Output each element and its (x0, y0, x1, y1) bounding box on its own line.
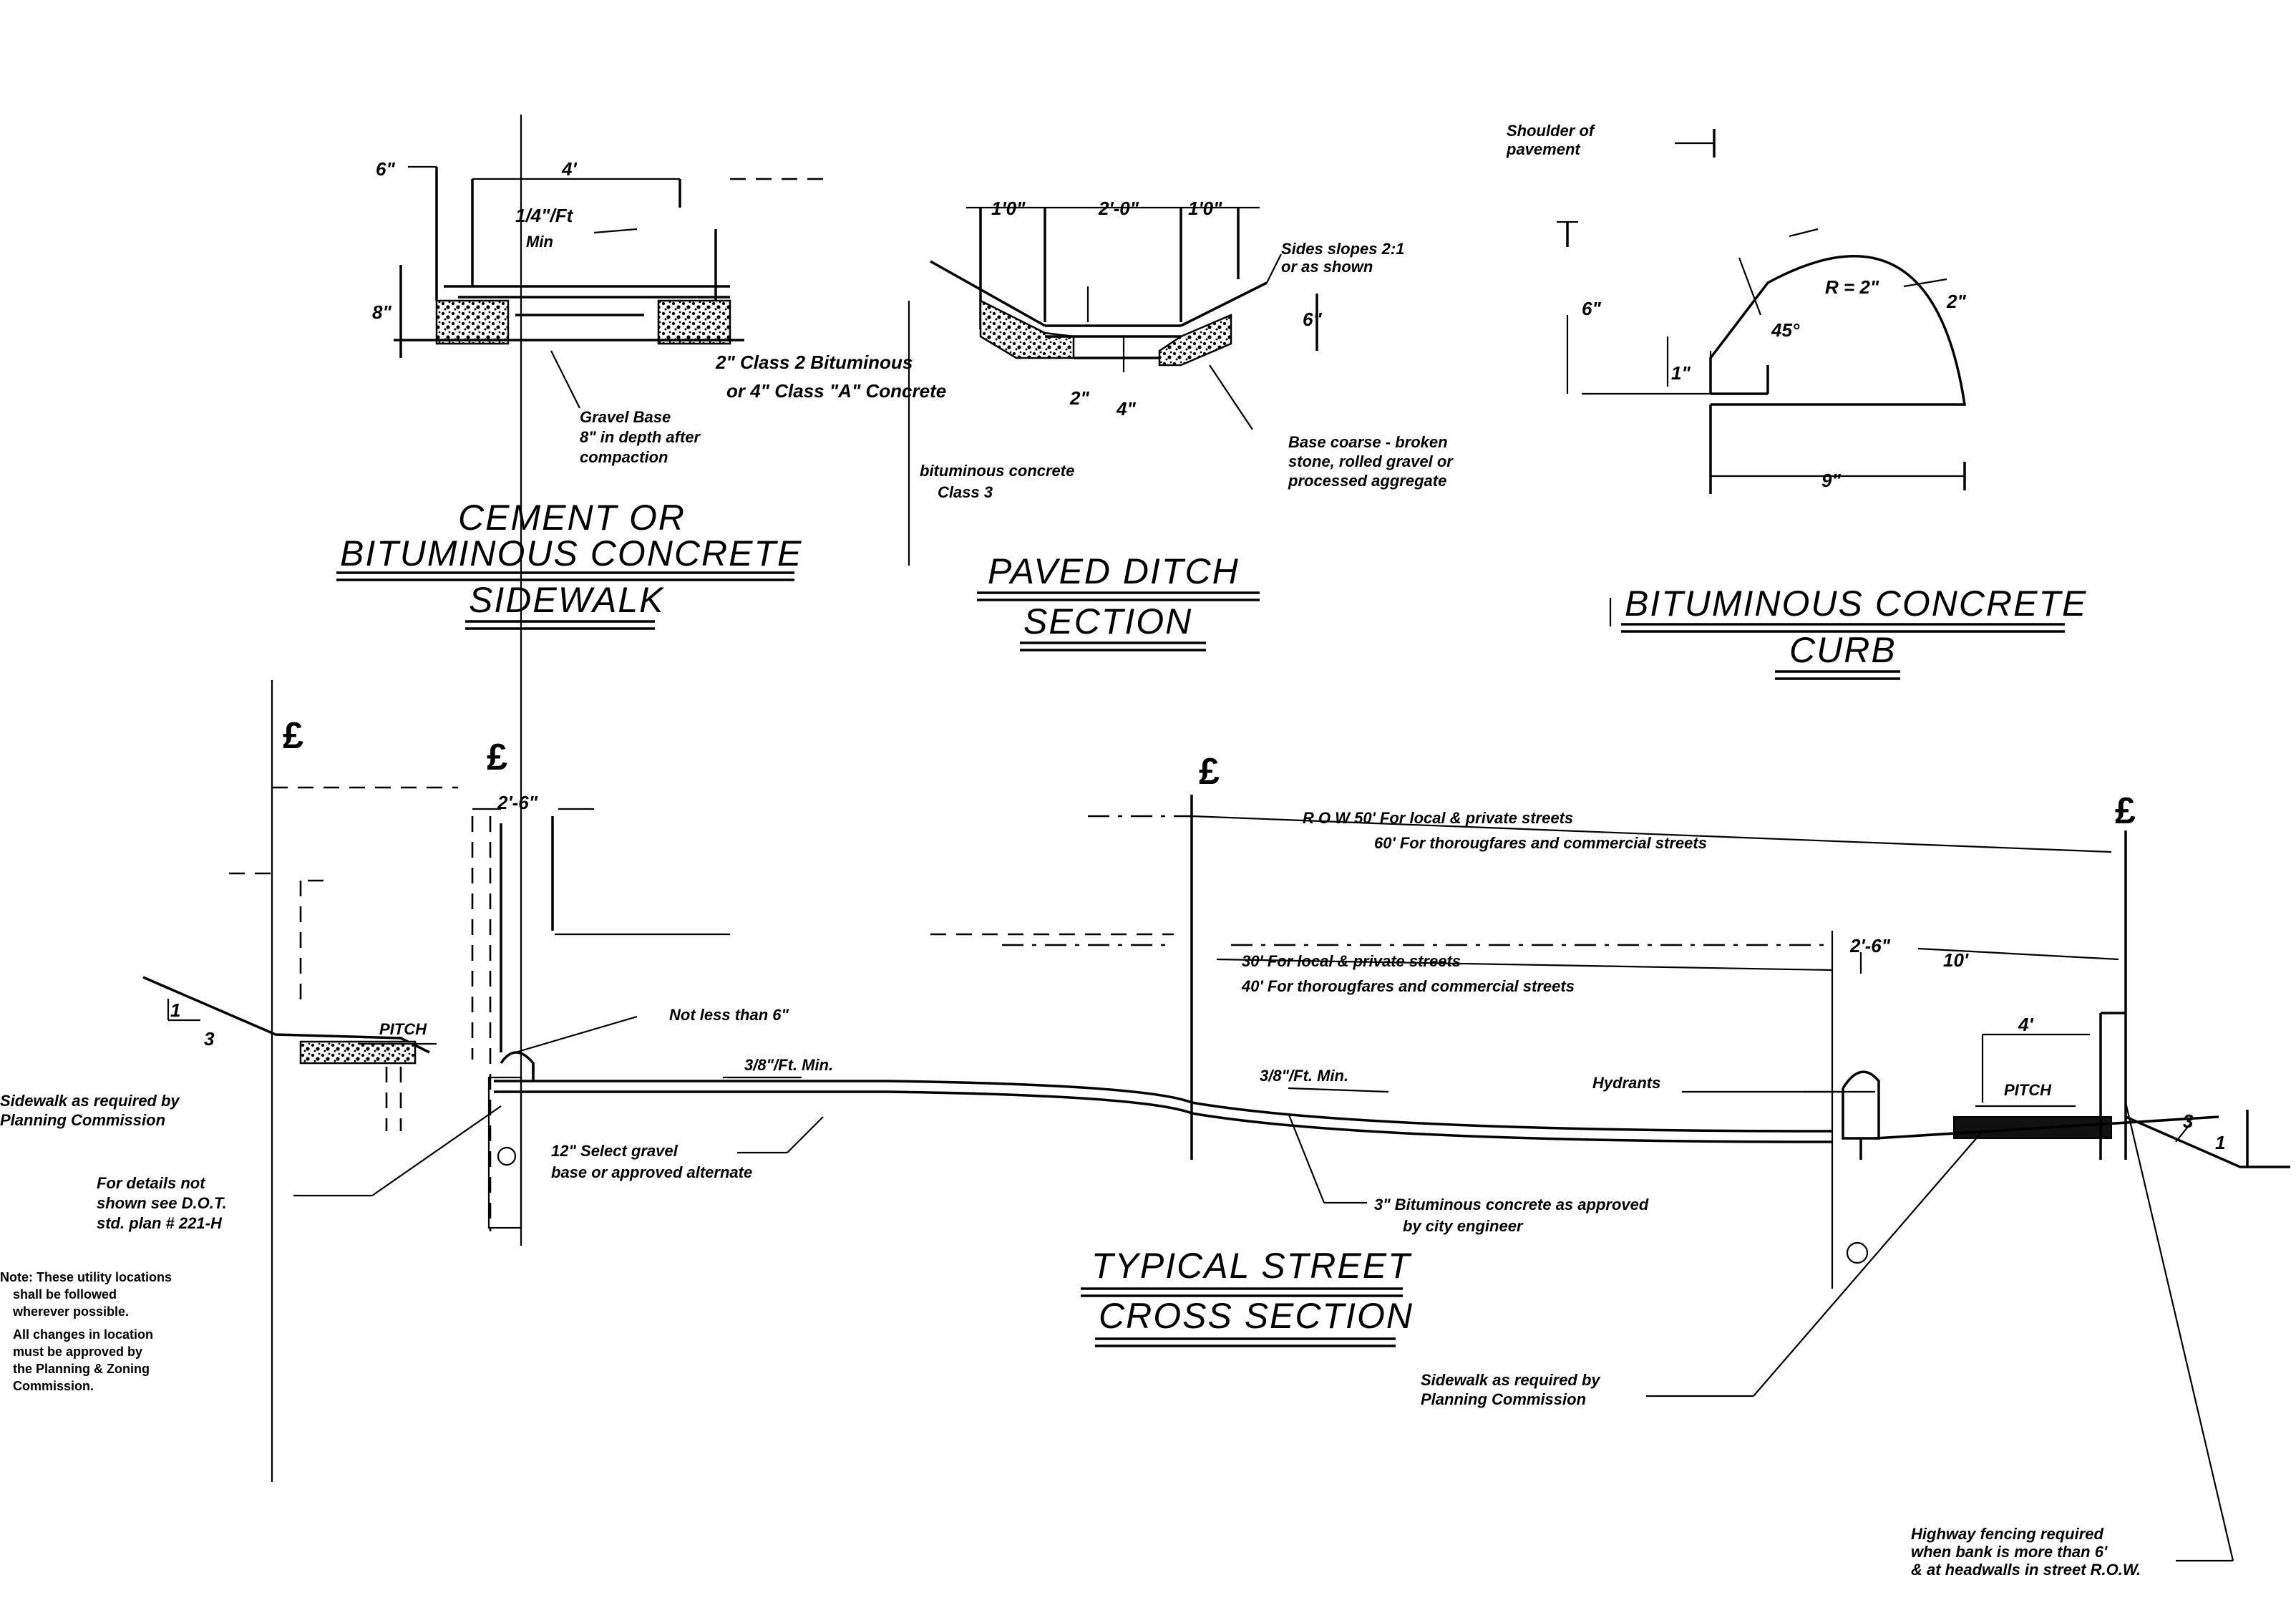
ditch-dim-6: 6" (1303, 309, 1322, 330)
row-note-2: 60' For thorougfares and commercial stre… (1374, 834, 1707, 852)
pitch-right: PITCH (2004, 1081, 2052, 1099)
curb-angle: 45° (1771, 319, 1800, 341)
ditch-title-2: SECTION (1023, 601, 1192, 641)
sidewalk-title-3: SIDEWALK (469, 580, 665, 620)
pitch-left: PITCH (379, 1020, 427, 1038)
ditch-surface-note-2: Class 3 (938, 483, 993, 501)
pavement-note-1: 30' For local & private streets (1242, 952, 1461, 970)
gravel-note-1: 12" Select gravel (551, 1142, 678, 1160)
fencing-note-2: when bank is more than 6' (1911, 1543, 2108, 1561)
ditch-base-note-1: Base coarse - broken (1288, 433, 1448, 451)
row-note-1: R O W 50' For local & private streets (1303, 809, 1573, 827)
ditch-dim-right: 1'0" (1188, 198, 1222, 219)
curb-dim-6: 6" (1582, 298, 1601, 319)
street-title-1: TYPICAL STREET (1091, 1246, 1412, 1286)
bituminous-note-1: 3" Bituminous concrete as approved (1374, 1196, 1649, 1213)
not-less-note: Not less than 6" (669, 1006, 789, 1024)
slope-right: 3/8"/Ft. Min. (1260, 1067, 1348, 1085)
sidewalk-dim-6: 6" (376, 158, 395, 180)
bituminous-note-2: by city engineer (1403, 1217, 1524, 1235)
sidewalk-surface-note-2: or 4" Class "A" Concrete (726, 380, 946, 402)
slope-ratio-right-1: 3 (2183, 1110, 2194, 1132)
ditch-base-note-2: stone, rolled gravel or (1288, 452, 1454, 470)
ditch-title-1: PAVED DITCH (988, 551, 1240, 591)
sidewalk-dim-4: 4' (561, 158, 577, 180)
dim-4: 4' (2018, 1014, 2033, 1035)
note-line-4: All changes in location (13, 1327, 153, 1342)
sidewalk-right-note-1: Sidewalk as required by (1421, 1371, 1601, 1389)
curb-shoulder-1: Shoulder of (1507, 122, 1596, 140)
sidewalk-title-1: CEMENT OR (458, 498, 686, 538)
sidewalk-dim-8: 8" (372, 301, 391, 323)
details-note-2: shown see D.O.T. (97, 1194, 227, 1212)
fencing-note-3: & at headwalls in street R.O.W. (1911, 1561, 2141, 1579)
slope-ratio-left-1: 1 (170, 999, 180, 1021)
dim-2-6-right: 2'-6" (1849, 935, 1891, 956)
ditch-base-note-3: processed aggregate (1288, 472, 1446, 490)
sidewalk-title-2: BITUMINOUS CONCRETE (340, 533, 802, 573)
sidewalk-left-note-1: Sidewalk as required by (0, 1092, 180, 1110)
slope-ratio-left-2: 3 (204, 1028, 215, 1050)
centerline-symbol-2: £ (487, 737, 507, 778)
curb-shoulder-2: pavement (1506, 140, 1581, 158)
details-note-1: For details not (97, 1174, 206, 1192)
note-line-2: shall be followed (13, 1287, 117, 1302)
sidewalk-slope: 1/4"/Ft (515, 205, 574, 226)
street-title-2: CROSS SECTION (1099, 1296, 1414, 1336)
pavement-note-2: 40' For thorougfares and commercial stre… (1241, 977, 1575, 995)
sidewalk-base-note-2: 8" in depth after (580, 428, 701, 446)
centerline-symbol-4: £ (2115, 790, 2136, 832)
note-line-5: must be approved by (13, 1345, 142, 1359)
hydrants-label: Hydrants (1592, 1074, 1660, 1092)
note-line-7: Commission. (13, 1379, 94, 1393)
note-line-3: wherever possible. (12, 1304, 129, 1319)
gravel-note-2: base or approved alternate (551, 1163, 752, 1181)
sidewalk-left-note-2: Planning Commission (0, 1111, 165, 1129)
sidewalk-base-note-3: compaction (580, 448, 668, 466)
sidewalk-right-note-2: Planning Commission (1421, 1390, 1586, 1408)
sidewalk-base-note-1: Gravel Base (580, 408, 671, 426)
curb-title-1: BITUMINOUS CONCRETE (1625, 583, 2087, 624)
centerline-symbol-3: £ (1199, 751, 1220, 793)
ditch-dim-2: 2" (1069, 387, 1089, 409)
sidewalk-slope-min: Min (526, 233, 553, 251)
curb-radius: R = 2" (1825, 276, 1879, 298)
fencing-note-1: Highway fencing required (1911, 1525, 2103, 1543)
curb-dim-1: 1" (1671, 362, 1691, 384)
note-line-6: the Planning & Zoning (13, 1362, 150, 1376)
note-line-1: Note: These utility locations (0, 1270, 172, 1284)
curb-title-2: CURB (1789, 630, 1897, 670)
slope-ratio-right-2: 1 (2215, 1132, 2225, 1153)
dim-2-6-left: 2'-6" (497, 792, 538, 813)
curb-radius-2: 2" (1946, 291, 1966, 312)
utility-note: Note: These utility locations shall be f… (0, 1270, 172, 1393)
ditch-side-note-1: Sides slopes 2:1 (1281, 240, 1404, 258)
sidewalk-detail: 6" 4' 1/4"/Ft Min 8" 2" Class 2 Bitumino… (336, 158, 946, 630)
sidewalk-surface-note-1: 2" Class 2 Bituminous (715, 352, 913, 373)
details-note-3: std. plan # 221-H (97, 1214, 223, 1232)
ditch-dim-center: 2'-0" (1098, 198, 1139, 219)
slope-left: 3/8"/Ft. Min. (744, 1056, 833, 1074)
dim-10: 10' (1943, 949, 1969, 971)
ditch-dim-left: 1'0" (991, 198, 1026, 219)
curb-dim-9: 9" (1821, 470, 1841, 491)
centerline-symbol-1: £ (283, 715, 303, 757)
curb-detail: Shoulder of pavement 6" 1" 45° R = 2" 2"… (1506, 122, 2087, 680)
ditch-side-note-2: or as shown (1281, 258, 1373, 276)
street-cross-section: £ £ £ £ (0, 115, 2290, 1579)
ditch-dim-4: 4" (1116, 398, 1136, 420)
ditch-surface-note-1: bituminous concrete (920, 462, 1074, 480)
paved-ditch-detail: 1'0" 2'-0" 1'0" Sides slopes 2:1 or as s… (908, 198, 1454, 651)
